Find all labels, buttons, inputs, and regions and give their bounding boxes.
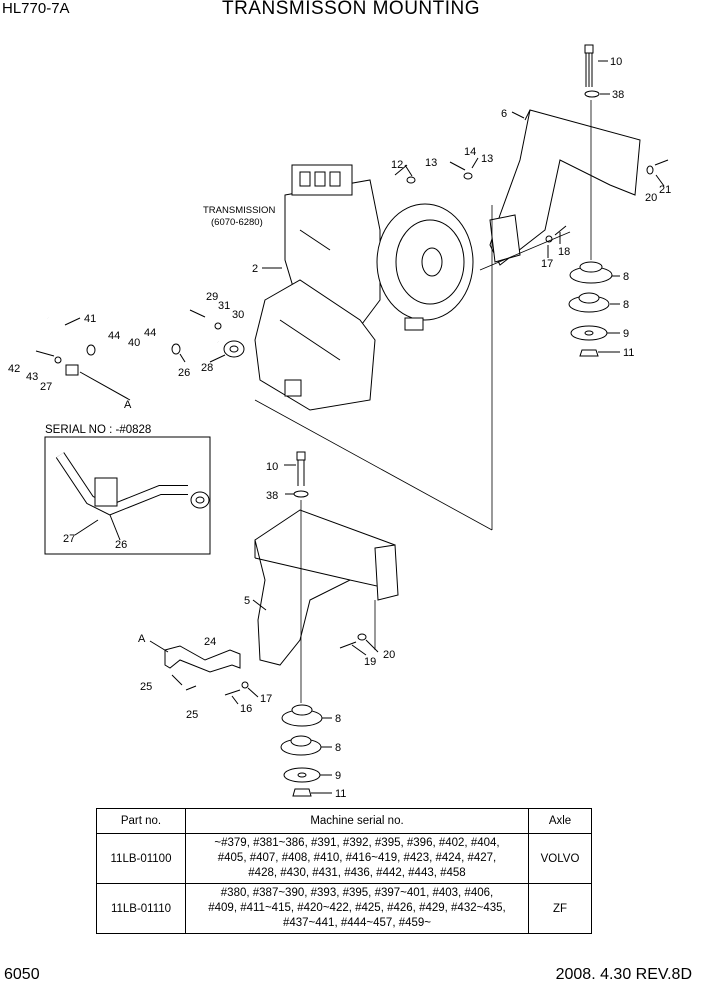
callout-20: 20: [645, 192, 657, 204]
leader-lines: [64, 60, 665, 794]
callout-27: 27: [40, 381, 52, 393]
callout-numbers: 10 38 6 12 13 14 13 20 21 2 18 17 8 8 9 …: [8, 56, 671, 800]
callout-9: 9: [335, 770, 341, 782]
callout-5: 5: [244, 595, 250, 607]
transmission-label: TRANSMISSION: [203, 205, 275, 216]
table-row: 11LB-01100 ~#379, #381~386, #391, #392, …: [96, 833, 592, 884]
callout-29: 29: [206, 291, 218, 303]
callout-26: 26: [115, 539, 127, 551]
serial-line: #428, #430, #431, #436, #442, #443, #458: [248, 867, 466, 879]
view-ref-a: A: [124, 399, 132, 411]
serial-line: #409, #411~415, #420~422, #425, #426, #4…: [208, 902, 506, 914]
callout-8: 8: [623, 271, 629, 283]
callout-13: 13: [481, 153, 493, 165]
part-number: 11LB-01110: [96, 883, 186, 934]
header-part-no: Part no.: [96, 808, 186, 834]
lower-rubber-mounts: [280, 704, 323, 797]
callout-38: 38: [612, 89, 624, 101]
part-number: 11LB-01100: [96, 833, 186, 884]
upper-mount-bracket: [489, 109, 641, 266]
callout-17: 17: [260, 693, 272, 705]
callout-31: 31: [218, 300, 230, 312]
callout-8: 8: [335, 742, 341, 754]
callout-16: 16: [240, 703, 252, 715]
callout-11: 11: [623, 347, 634, 359]
serial-detail-box: [44, 436, 211, 555]
callout-25: 25: [186, 709, 198, 721]
view-ref-a: A: [138, 633, 146, 645]
callout-10: 10: [610, 56, 622, 68]
callout-2: 2: [252, 263, 258, 275]
callout-8: 8: [335, 713, 341, 725]
serial-line: #437~441, #444~457, #459~: [282, 917, 432, 929]
callout-17: 17: [541, 258, 553, 270]
header-axle: Axle: [528, 808, 592, 834]
callout-10: 10: [266, 461, 278, 473]
callout-44: 44: [144, 327, 156, 339]
callout-28: 28: [201, 362, 213, 374]
callout-11: 11: [335, 788, 346, 800]
serial-box-label: SERIAL NO : -#0828: [45, 424, 151, 436]
transmission-assembly: [254, 164, 474, 411]
serial-line: #405, #407, #408, #410, #416~419, #423, …: [217, 852, 497, 864]
callout-19: 19: [364, 656, 376, 668]
callout-14: 14: [464, 146, 476, 158]
lower-bolts: [171, 451, 367, 696]
callout-43: 43: [26, 371, 38, 383]
pipe-assembly: [35, 309, 245, 390]
callout-27: 27: [63, 533, 75, 545]
table-header-row: Part no. Machine serial no. Axle: [96, 808, 592, 834]
callout-44: 44: [108, 330, 120, 342]
serial-table: Part no. Machine serial no. Axle 11LB-01…: [96, 808, 592, 934]
callout-42: 42: [8, 363, 20, 375]
lower-pipe-bracket: [164, 645, 241, 673]
serial-numbers: #380, #387~390, #393, #395, #397~401, #4…: [185, 883, 529, 934]
callout-38: 38: [266, 490, 278, 502]
callout-13: 13: [425, 157, 437, 169]
axle-type: VOLVO: [528, 833, 592, 884]
header-serial: Machine serial no.: [185, 808, 529, 834]
page-title: TRANSMISSON MOUNTING: [221, 0, 481, 19]
page-number: 6050: [4, 966, 40, 983]
callout-8: 8: [623, 299, 629, 311]
callout-12: 12: [391, 159, 403, 171]
model-name: HL770-7A: [2, 0, 70, 17]
callout-20: 20: [383, 649, 395, 661]
callout-26: 26: [178, 367, 190, 379]
upper-bolts: [394, 44, 669, 243]
transmission-range: (6070-6280): [211, 217, 263, 228]
callout-21: 21: [659, 184, 671, 196]
callout-18: 18: [558, 246, 570, 258]
callout-41: 41: [84, 313, 96, 325]
callout-6: 6: [501, 108, 507, 120]
lower-mount-bracket: [254, 509, 399, 666]
upper-rubber-mounts: [568, 261, 613, 357]
serial-line: ~#379, #381~386, #391, #392, #395, #396,…: [214, 837, 500, 849]
axle-type: ZF: [528, 883, 592, 934]
callout-25: 25: [140, 681, 152, 693]
callout-30: 30: [232, 309, 244, 321]
revision-date: 2008. 4.30 REV.8D: [555, 966, 692, 983]
table-row: 11LB-01110 #380, #387~390, #393, #395, #…: [96, 883, 592, 934]
serial-line: #380, #387~390, #393, #395, #397~401, #4…: [220, 887, 494, 899]
serial-numbers: ~#379, #381~386, #391, #392, #395, #396,…: [185, 833, 529, 884]
callout-9: 9: [623, 328, 629, 340]
callout-40: 40: [128, 337, 140, 349]
callout-24: 24: [204, 636, 216, 648]
